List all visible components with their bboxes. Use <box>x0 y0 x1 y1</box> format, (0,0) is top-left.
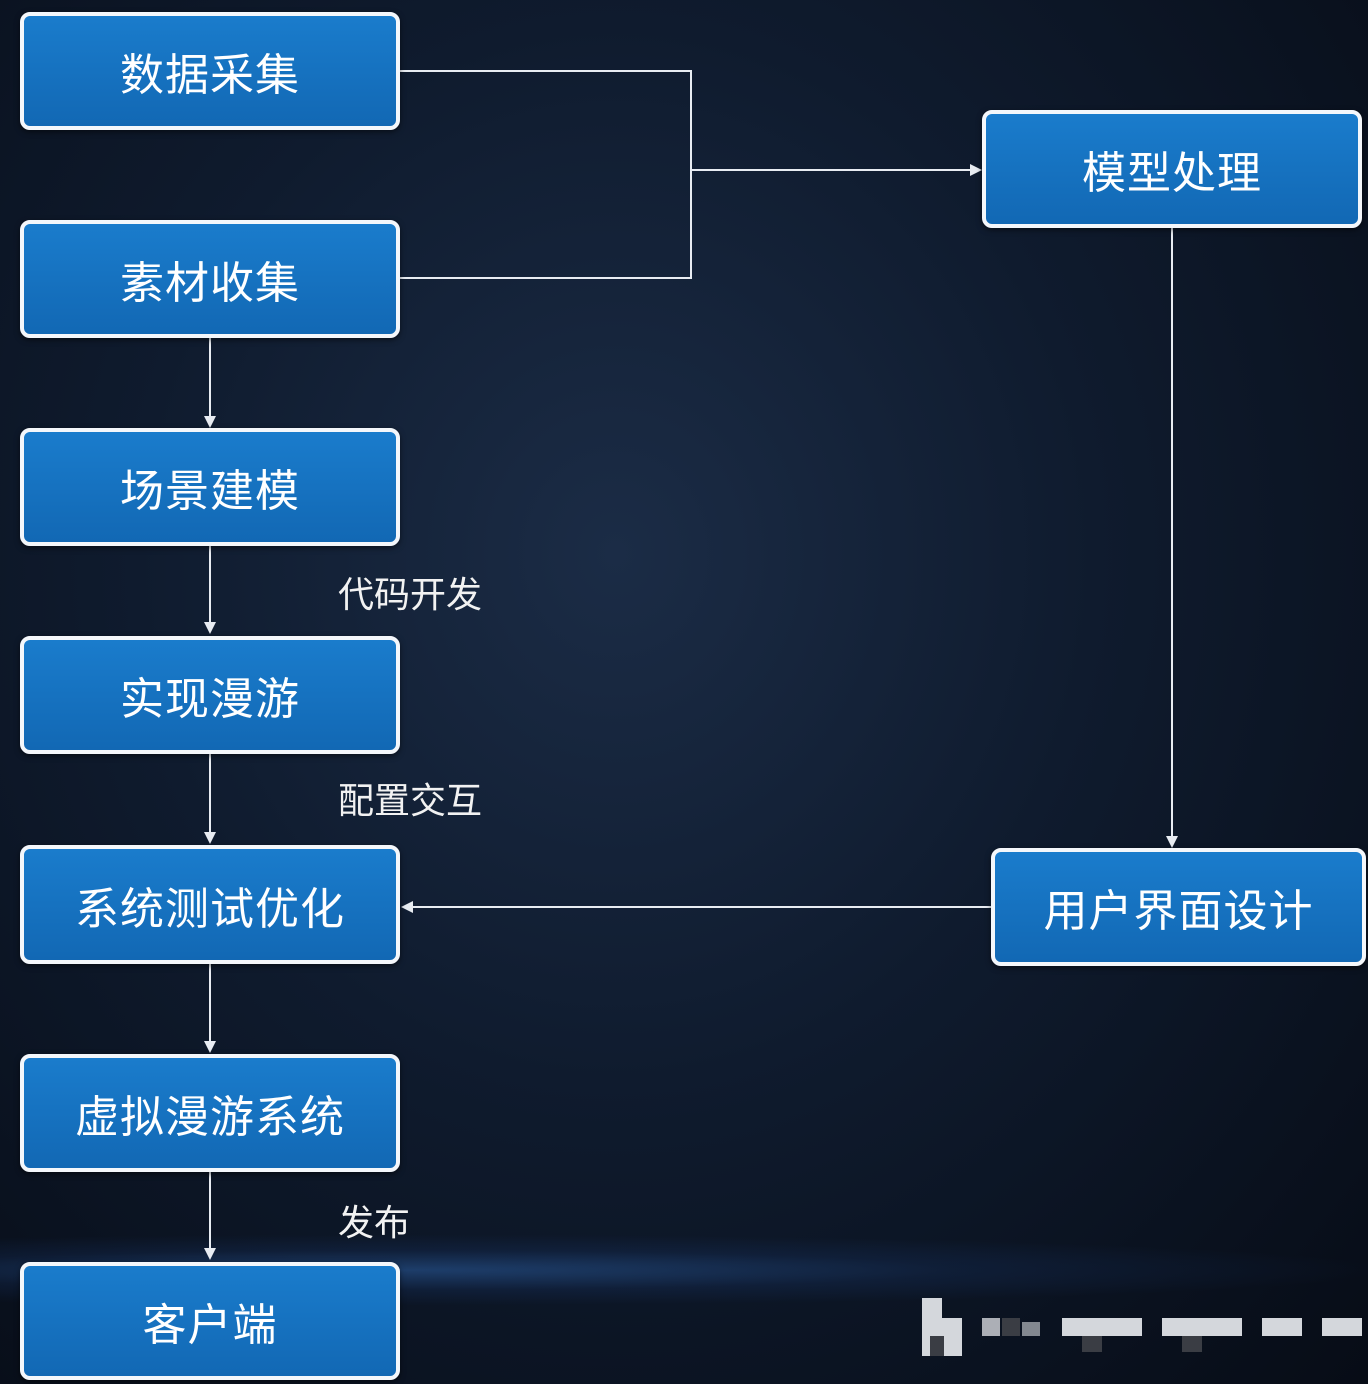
edge-material-to-merge <box>400 170 692 279</box>
node-virtual-system: 虚拟漫游系统 <box>20 1054 400 1172</box>
node-ui-design: 用户界面设计 <box>991 848 1366 966</box>
watermark-logo <box>920 1296 1365 1360</box>
node-roaming: 实现漫游 <box>20 636 400 754</box>
node-data-collection: 数据采集 <box>20 12 400 130</box>
label-config-interaction: 配置交互 <box>338 781 483 822</box>
node-model-processing: 模型处理 <box>982 110 1362 228</box>
node-testing: 系统测试优化 <box>20 845 400 964</box>
label-publish: 发布 <box>338 1203 411 1244</box>
label-code-dev: 代码开发 <box>338 575 483 616</box>
node-scene-modeling: 场景建模 <box>20 428 400 546</box>
edge-data-to-merge <box>400 70 692 170</box>
node-client: 客户端 <box>20 1262 400 1380</box>
node-material-collection: 素材收集 <box>20 220 400 338</box>
